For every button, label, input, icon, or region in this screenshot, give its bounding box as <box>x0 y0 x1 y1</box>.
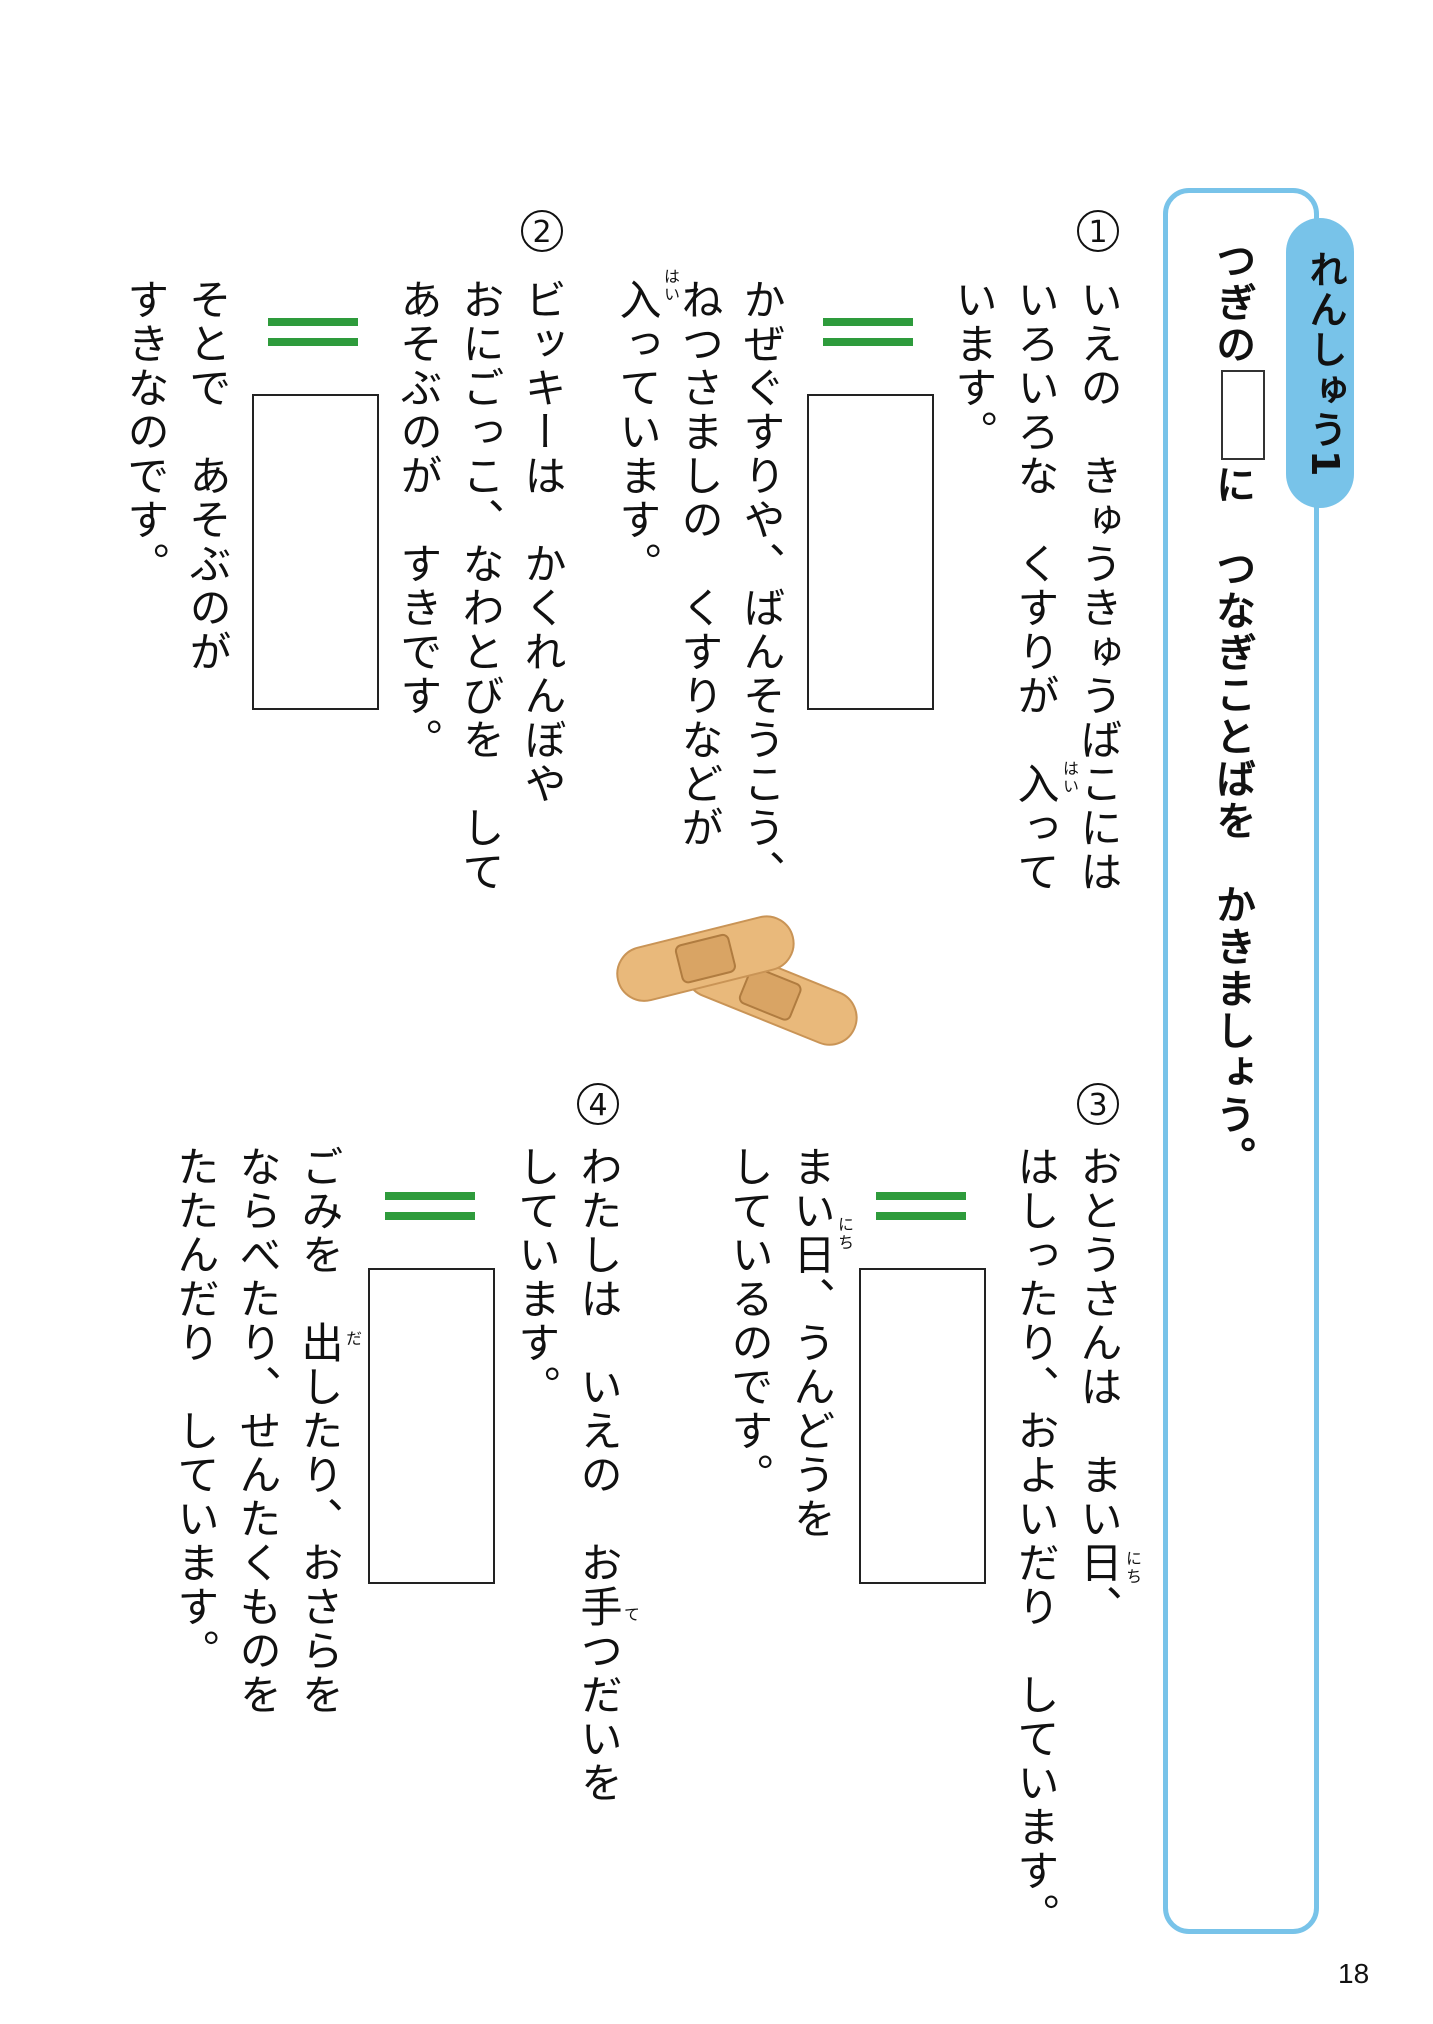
q3-line-2: はしったり、およいだり しています。 <box>1011 1145 1060 1937</box>
q4-line-3: ごみを 出したり、おさらを <box>295 1145 344 1717</box>
exercise-tab-label: れんしゅう1 <box>1303 250 1347 479</box>
q2-line-1: ビッキーは かくれんぼや <box>518 278 567 806</box>
q2-line-5: すきなのです。 <box>121 278 170 586</box>
question-number-4: 4 <box>577 1083 619 1125</box>
q3-answer-box[interactable] <box>859 1268 986 1584</box>
q4-line-5: たたんだり しています。 <box>171 1145 220 1673</box>
furigana-da: だ <box>343 1330 362 1348</box>
q1-answer-box[interactable] <box>807 394 934 710</box>
q4-line-1: わたしは いえの お手つだいを <box>574 1145 623 1805</box>
bandage-illustration <box>616 915 858 1046</box>
page-number: 18 <box>1338 1958 1370 1989</box>
furigana-hai-2: はい <box>661 268 680 304</box>
furigana-te: て <box>621 1606 640 1624</box>
q2-line-3: あそぶのが すきです。 <box>394 278 443 762</box>
q3-line-4: しているのです。 <box>725 1145 774 1497</box>
q4-line-2: しています。 <box>512 1145 561 1409</box>
instruction-blank-box <box>1221 370 1265 460</box>
q3-line-3: まい日、うんどうを <box>787 1145 836 1541</box>
q1-line-6: 入っています。 <box>613 278 662 586</box>
instruction-text: つぎのに つなぎことばを かきましょう。 <box>1209 240 1265 1178</box>
exercise-tab: れんしゅう1 <box>1286 218 1354 508</box>
furigana-hai-1: はい <box>1060 760 1079 796</box>
q1-line-5: ねつさましの くすりなどが <box>675 278 724 850</box>
instruction-frame <box>1163 188 1319 1934</box>
q2-line-4: そとで あそぶのが <box>183 278 232 674</box>
question-number-3: 3 <box>1077 1083 1119 1125</box>
q4-equals-mark <box>385 1192 475 1220</box>
question-number-2: 2 <box>521 210 563 252</box>
q2-equals-mark <box>268 318 358 346</box>
q2-line-2: おにごっこ、なわとびを して <box>456 278 505 894</box>
q1-line-4: かぜぐすりや、ばんそうこう、 <box>737 278 786 894</box>
q1-line-1: いえの きゅうきゅうばこには <box>1074 278 1123 894</box>
q3-line-1: おとうさんは まい日、 <box>1074 1145 1123 1629</box>
question-number-1: 1 <box>1077 210 1119 252</box>
q1-line-3: います。 <box>949 278 998 454</box>
q3-equals-mark <box>876 1192 966 1220</box>
q2-answer-box[interactable] <box>252 394 379 710</box>
q4-line-4: ならべたり、せんたくものを <box>233 1145 282 1717</box>
q1-line-2: いろいろな くすりが 入って <box>1011 278 1060 894</box>
q1-equals-mark <box>823 318 913 346</box>
furigana-nichi-2: にち <box>835 1216 854 1252</box>
q4-answer-box[interactable] <box>368 1268 495 1584</box>
furigana-nichi-1: にち <box>1123 1550 1142 1586</box>
